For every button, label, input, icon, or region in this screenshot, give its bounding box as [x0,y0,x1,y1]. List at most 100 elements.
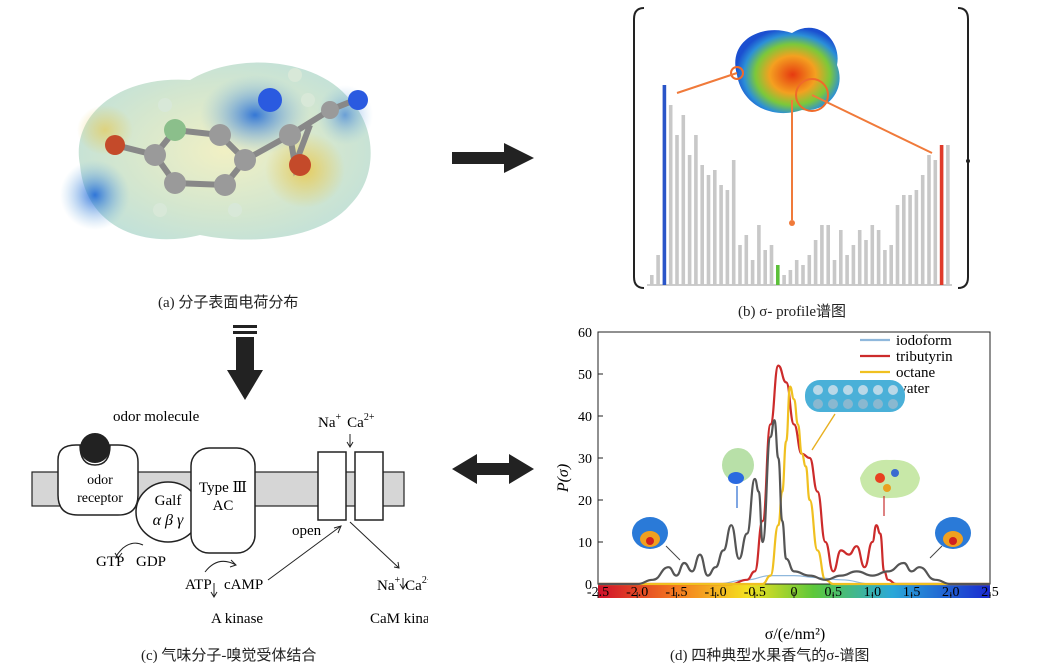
caption-a: (a) 分子表面电荷分布 [158,295,299,311]
sigma-bar [656,255,660,285]
receptor-label-2: receptor [77,491,123,506]
sigma-bar [681,115,686,285]
sigma-bar [851,245,856,285]
sigma-bar [662,85,667,285]
svg-text:Na+Ca2+: Na+Ca2+ [377,575,428,594]
sigma-bar [668,105,673,285]
molecule-surface-image [60,62,373,240]
right-arrow-icon [452,143,534,173]
legend-label-tributyrin: tributyrin [896,349,953,365]
sigma-bar [744,235,749,285]
sigma-bar [883,250,887,285]
double-arrow-icon [452,454,534,484]
sigma-bar [706,175,711,285]
sigma-bar [857,230,862,285]
series-line-tributyrin [598,364,990,586]
sigma-bar [807,255,812,285]
x-tick-label: 0 [791,585,798,600]
sigma-bar [813,240,818,285]
sigma-bar [870,225,875,285]
y-axis-label: P(σ) [555,464,572,493]
ca-out-label: Ca [405,578,422,594]
x-tick-label: -0.5 [744,585,766,600]
sigma-bar [939,145,944,285]
sigma-bar [876,230,881,285]
odor-molecule-label: odor molecule [113,409,200,425]
y-tick-label: 30 [578,452,592,467]
gtp-label: GTP [96,554,124,570]
receptor-diagram: odor molecule odor receptor Galf α β γ T… [31,409,428,627]
sigma-bar [650,275,654,285]
sigma-bar [738,245,742,285]
ac-label-2: AC [213,498,234,514]
sigma-bar [769,245,774,285]
gdp-label: GDP [136,554,166,570]
y-tick-label: 10 [578,536,592,551]
ca-ion-label: Ca [347,415,364,431]
down-arrow-icon [227,325,263,400]
sigma-bar [801,265,805,285]
sigma-bar [794,260,799,285]
x-tick-label: -2.5 [587,585,609,600]
sigma-bar [788,270,793,285]
galf-label: Galf [155,493,182,509]
sigma-bar [731,160,736,285]
camp-label: cAMP [224,577,263,593]
sigma-bar [750,260,755,285]
sigma-bar [820,225,824,285]
x-tick-label: -2.0 [626,585,648,600]
sigma-bar [719,185,723,285]
y-tick-label: 20 [578,494,592,509]
x-tick-label: 2.5 [981,585,999,600]
receptor-label-1: odor [87,473,113,488]
sigma-bar [914,190,919,285]
svg-text:Na+Ca2+: Na+Ca2+ [318,412,375,431]
y-tick-label: 40 [578,410,592,425]
a-kinase-label: A kinase [211,611,263,627]
sigma-bar [920,175,925,285]
octane-molecule-icon [805,380,905,451]
ac-label-1: Type Ⅲ [199,480,247,496]
x-tick-label: 1.5 [903,585,921,600]
y-tick-label: 60 [578,326,592,341]
x-tick-label: -1.0 [705,585,727,600]
sigma-bar [845,255,849,285]
tributyrin-molecule-icon [860,459,920,516]
na-ion-label: Na [318,415,336,431]
iodoform-molecule-icon [722,448,754,508]
sigma-bar [687,155,692,285]
sigma-bar [776,265,780,285]
caption-d: (d) 四种典型水果香气的σ-谱图 [670,648,870,664]
sigma-bar [946,145,950,285]
series-line-octane [598,385,990,586]
sigma-bar [713,170,717,285]
sigma-bar [927,155,931,285]
na-out-label: Na [377,578,395,594]
sigma-color-bar [598,584,990,598]
sigma-profile-diagram [633,7,970,289]
sigma-bar [839,230,843,285]
sigma-bar [700,165,704,285]
sigma-bar [826,225,830,285]
cam-kinase-label: CaM kinase [370,611,428,627]
caption-c: (c) 气味分子-嗅觉受体结合 [141,648,317,664]
sigma-bar [832,260,837,285]
x-tick-label: 2.0 [942,585,960,600]
sigma-bar [933,160,938,285]
y-tick-label: 50 [578,368,592,383]
legend-label-octane: octane [896,365,935,381]
y-tick-label: 0 [585,578,592,593]
caption-b: (b) σ- profile谱图 [738,304,847,320]
x-tick-label: -1.5 [665,585,687,600]
sigma-bar [763,250,767,285]
sigma-bar [757,225,761,285]
galf-subunits-label: α β γ [153,512,184,529]
x-axis-label: σ/(e/nm²) [765,626,826,643]
sigma-bar [694,135,698,285]
sigma-bar [889,245,893,285]
open-label: open [292,523,322,539]
water-molecule-icon [632,517,681,561]
legend-label-iodoform: iodoform [896,333,952,349]
sigma-bar [782,275,786,285]
